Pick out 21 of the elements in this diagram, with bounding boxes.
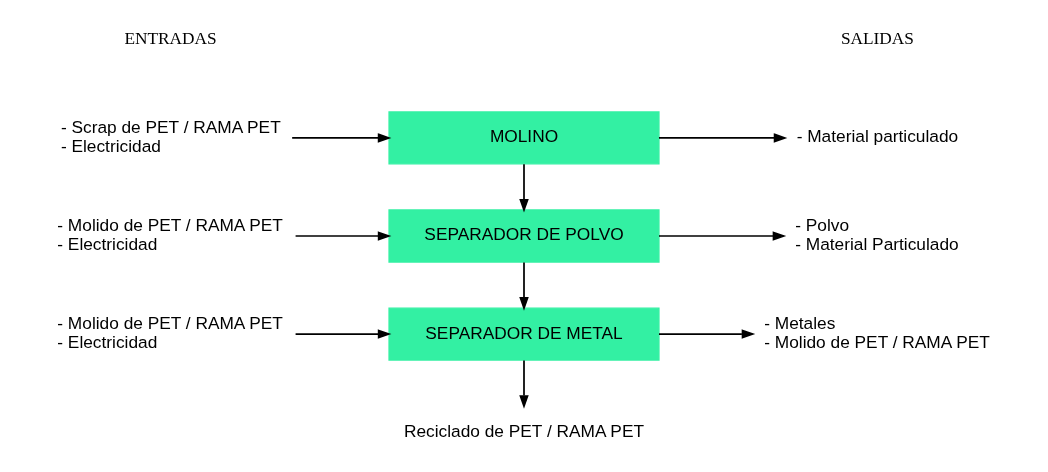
label: SALIDAS bbox=[840, 29, 914, 49]
node-box: SEPARADOR DE POLVO bbox=[388, 209, 660, 263]
node-text: Reciclado de PET / RAMA PET bbox=[403, 420, 645, 441]
node-text: - Polvo - Material Particulado bbox=[795, 215, 959, 254]
arrow bbox=[519, 359, 529, 409]
node-text: - Material particulado bbox=[796, 126, 959, 147]
arrow bbox=[519, 261, 529, 311]
node-box: SEPARADOR DE METAL bbox=[388, 307, 660, 361]
node-box: MOLINO bbox=[388, 111, 660, 165]
node-text: - Molido de PET / RAMA PET - Electricidad bbox=[57, 313, 283, 352]
arrow bbox=[658, 133, 788, 143]
arrow bbox=[658, 231, 787, 241]
arrow bbox=[294, 329, 392, 339]
node-text: - Molido de PET / RAMA PET - Electricidad bbox=[57, 215, 283, 254]
arrow bbox=[291, 133, 392, 143]
label: ENTRADAS bbox=[124, 29, 217, 49]
arrow bbox=[658, 329, 756, 339]
arrow bbox=[519, 163, 529, 213]
node-text: - Scrap de PET / RAMA PET - Electricidad bbox=[60, 117, 281, 156]
arrow bbox=[294, 231, 392, 241]
node-text: - Metales - Molido de PET / RAMA PET bbox=[764, 313, 990, 352]
